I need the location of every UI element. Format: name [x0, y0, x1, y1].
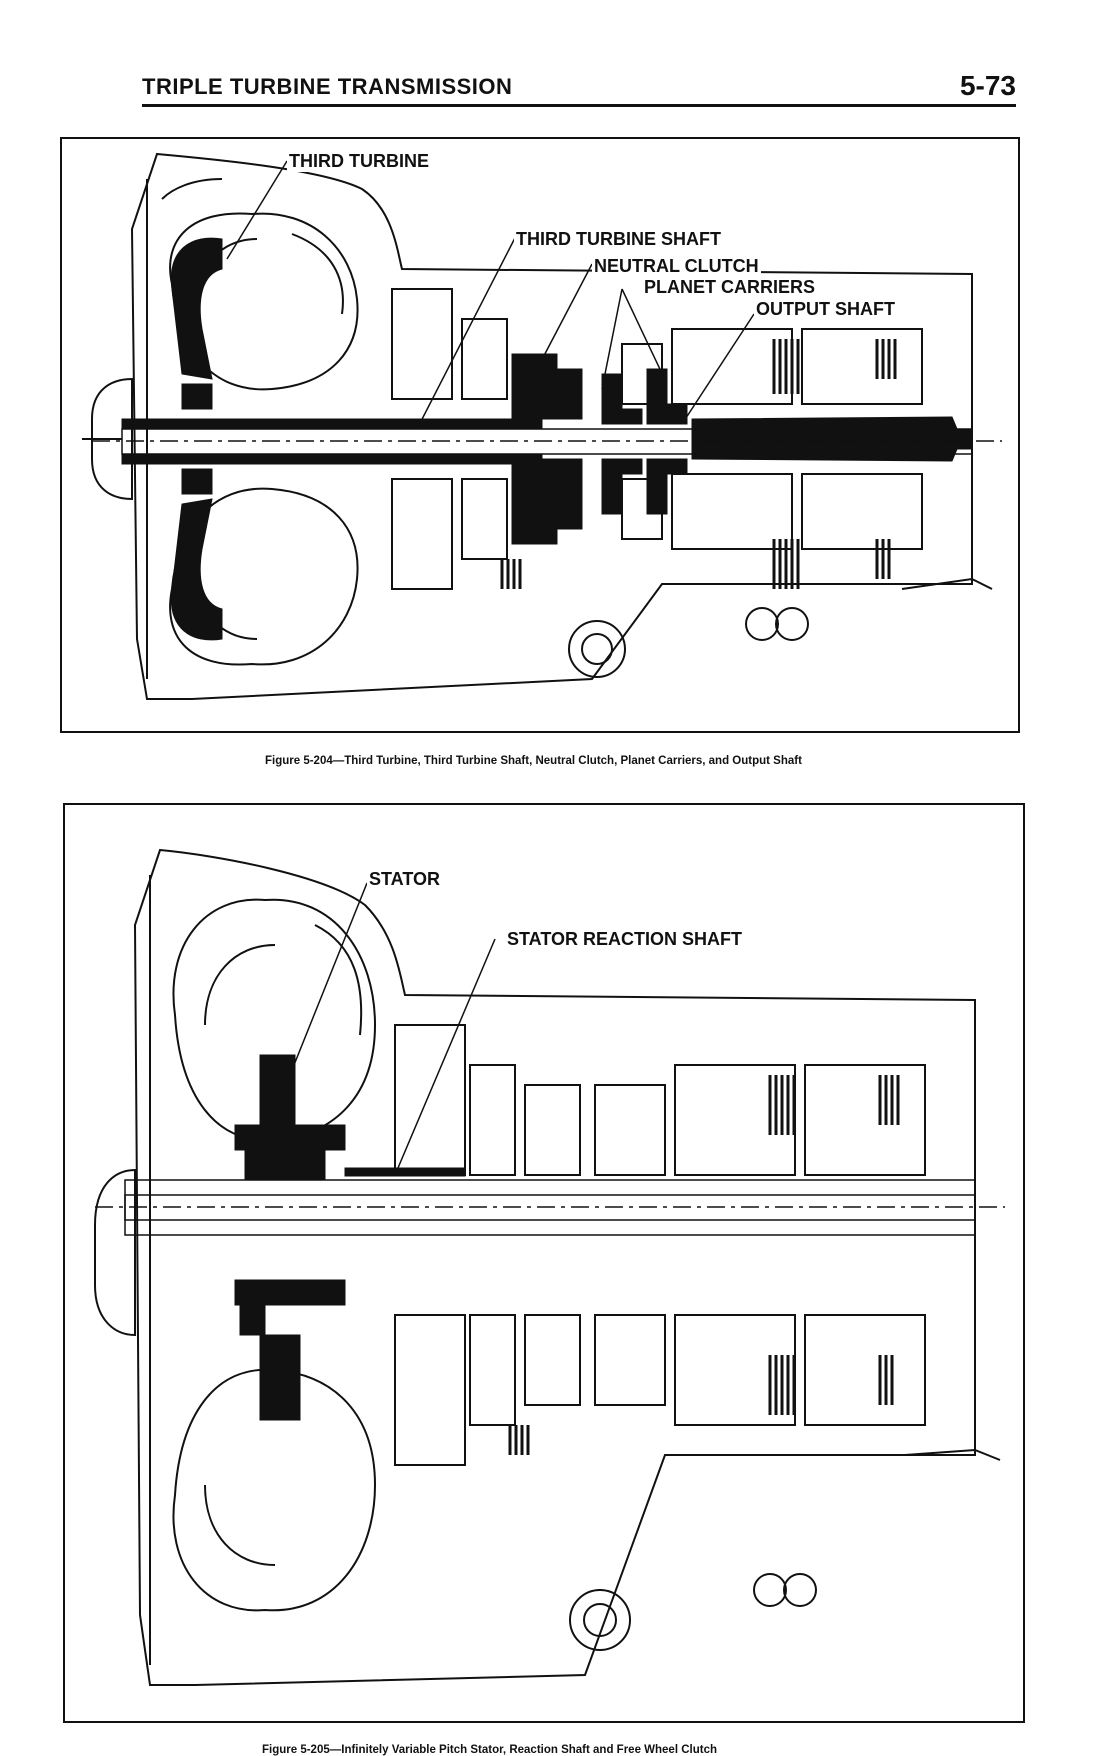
label-stator-reaction-shaft: STATOR REACTION SHAFT	[505, 929, 744, 950]
figure-204-caption: Figure 5-204—Third Turbine, Third Turbin…	[265, 755, 802, 767]
label-planet-carriers: PLANET CARRIERS	[642, 277, 818, 298]
figure-205-diagram: STATOR STATOR REACTION SHAFT	[63, 803, 1025, 1723]
label-output-shaft: OUTPUT SHAFT	[754, 299, 897, 320]
label-neutral-clutch: NEUTRAL CLUTCH	[592, 256, 761, 277]
figure-205-caption: Figure 5-205—Infinitely Variable Pitch S…	[262, 1744, 717, 1756]
transmission-cross-section-2	[94, 848, 1005, 1686]
label-third-turbine-shaft: THIRD TURBINE SHAFT	[514, 229, 723, 250]
page-header: TRIPLE TURBINE TRANSMISSION 5-73	[142, 70, 1016, 107]
figure-204-diagram: THIRD TURBINE THIRD TURBINE SHAFT NEUTRA…	[60, 137, 1020, 733]
page-number: 5-73	[959, 70, 1016, 101]
label-stator: STATOR	[367, 869, 442, 890]
label-third-turbine: THIRD TURBINE	[287, 151, 431, 172]
running-title: TRIPLE TURBINE TRANSMISSION	[142, 74, 513, 99]
transmission-cross-section-1	[82, 152, 1002, 700]
